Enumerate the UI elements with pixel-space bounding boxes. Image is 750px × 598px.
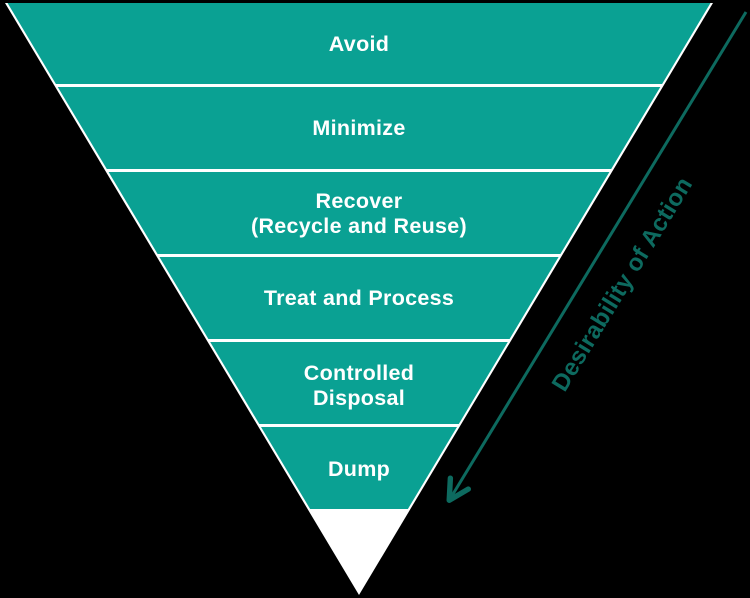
funnel-level-avoid-label: Avoid bbox=[329, 32, 389, 56]
desirability-arrow bbox=[446, 11, 748, 503]
funnel-level-controlled-disposal bbox=[210, 342, 508, 424]
funnel-level-recover-label-line2: (Recycle and Reuse) bbox=[251, 214, 467, 238]
funnel-level-treat-and-process bbox=[159, 257, 559, 339]
funnel-level-minimize bbox=[57, 87, 661, 169]
funnel-level-dump bbox=[261, 427, 457, 509]
funnel-level-recover-label-line1: Recover bbox=[316, 189, 403, 213]
funnel-level-dump-label: Dump bbox=[328, 457, 390, 481]
funnel-level-controlled-disposal-label-line2: Disposal bbox=[313, 386, 405, 410]
funnel-level-avoid bbox=[7, 3, 711, 84]
funnel-level-minimize-label: Minimize bbox=[312, 116, 405, 140]
funnel-level-controlled-disposal-label-line1: Controlled bbox=[304, 361, 415, 385]
funnel-level-treat-and-process-label: Treat and Process bbox=[264, 286, 454, 310]
funnel-level-recover bbox=[108, 172, 610, 254]
